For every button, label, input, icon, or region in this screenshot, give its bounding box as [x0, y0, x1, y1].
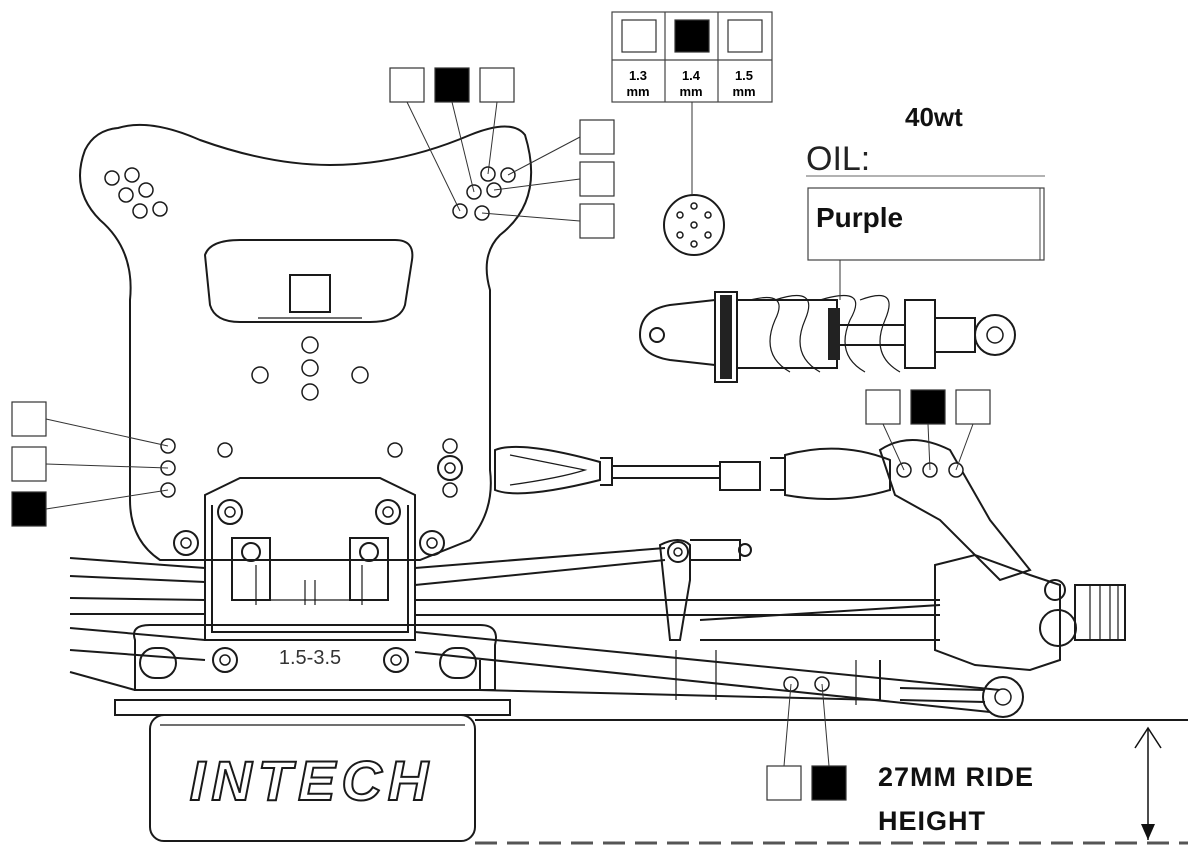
piston-size-chart: 1.3 mm 1.4 mm 1.5 mm — [611, 11, 773, 195]
bulkhead — [173, 477, 445, 641]
front-tower-hole-2-checkbox[interactable] — [434, 67, 470, 103]
ride-height-line-2: HEIGHT — [878, 806, 986, 836]
piston-unit-1-4: mm — [679, 84, 702, 99]
piston-option-1-3-checkbox[interactable] — [621, 19, 657, 53]
spring-color-field[interactable] — [807, 187, 1045, 261]
brand-logo-plate: INTECH — [149, 714, 476, 842]
left-mount-hole-2-checkbox[interactable] — [11, 446, 47, 482]
piston-unit-1-3: mm — [626, 84, 649, 99]
shock-absorber — [638, 194, 1016, 383]
ride-height-indicator: 27MM RIDE HEIGHT — [878, 726, 1162, 840]
oil-weight-value: 40wt — [905, 102, 963, 132]
brand-logo: INTECH — [190, 749, 434, 812]
upper-tower-hole-3-checkbox[interactable] — [579, 203, 615, 239]
oil-spec: 40wt OIL: — [806, 102, 1045, 178]
arm-mount-hole-1-checkbox[interactable] — [865, 389, 901, 425]
left-mount-hole-selector — [11, 401, 169, 527]
bumper-range-label: 1.5-3.5 — [279, 647, 341, 669]
arm-mount-hole-3-checkbox[interactable] — [955, 389, 991, 425]
piston-label-1-5: 1.5 — [735, 68, 753, 83]
left-mount-hole-1-checkbox[interactable] — [11, 401, 47, 437]
arm-mount-hole-selector — [865, 389, 991, 471]
shock-tower — [79, 123, 533, 561]
oil-label: OIL: — [806, 140, 870, 178]
upper-tower-hole-1-checkbox[interactable] — [579, 119, 615, 155]
piston-unit-1-5: mm — [732, 84, 755, 99]
front-tower-hole-1-checkbox[interactable] — [389, 67, 425, 103]
lower-arm-hole-selector — [766, 683, 847, 801]
piston-label-1-4: 1.4 — [682, 68, 701, 83]
upper-tower-hole-2-checkbox[interactable] — [579, 161, 615, 197]
ground-line — [475, 719, 1188, 845]
left-mount-hole-3-checkbox[interactable] — [11, 491, 47, 527]
suspension-arms — [69, 539, 1126, 718]
piston-option-1-5-checkbox[interactable] — [727, 19, 763, 53]
piston-option-1-4-checkbox[interactable] — [674, 19, 710, 53]
camber-link — [494, 439, 1032, 582]
lower-arm-hole-1-checkbox[interactable] — [766, 765, 802, 801]
lower-arm-hole-2-checkbox[interactable] — [811, 765, 847, 801]
front-bumper: 1.5-3.5 — [114, 624, 511, 716]
spring-color-value: Purple — [816, 202, 903, 233]
front-tower-hole-3-checkbox[interactable] — [479, 67, 515, 103]
upper-right-tower-hole-selector — [481, 119, 615, 239]
arm-mount-hole-2-checkbox[interactable] — [910, 389, 946, 425]
ride-height-line-1: 27MM RIDE — [878, 762, 1034, 792]
spring-spec: Purple — [807, 187, 1045, 300]
front-tower-hole-selector — [389, 67, 515, 212]
piston-label-1-3: 1.3 — [629, 68, 647, 83]
